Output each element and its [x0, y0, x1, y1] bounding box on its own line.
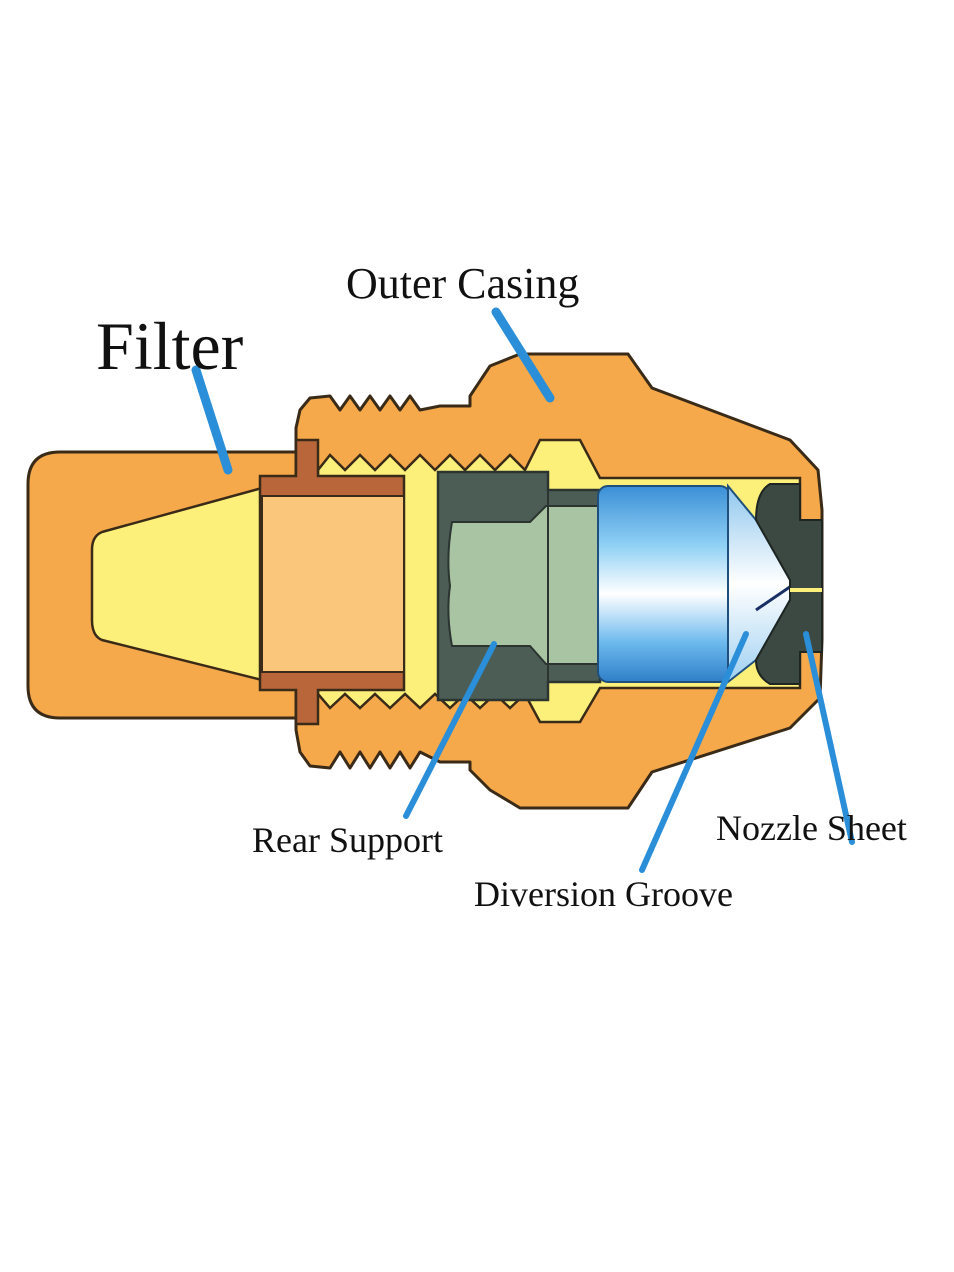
leader-line-outer-casing	[491, 307, 555, 403]
label-diversion-groove: Diversion Groove	[474, 874, 733, 914]
leader-line-diversion-groove	[639, 631, 749, 873]
filter-core	[261, 495, 405, 673]
rear-support-inner	[447, 505, 601, 665]
leader-line-filter	[191, 365, 233, 475]
label-filter: Filter	[96, 308, 244, 384]
nozzle-body	[597, 485, 731, 683]
leader-line-rear-support	[403, 641, 497, 819]
label-rear-support: Rear Support	[252, 820, 443, 860]
filter-inner-cavity	[90, 486, 264, 682]
label-outer-casing: Outer Casing	[346, 259, 580, 308]
label-nozzle-sheet: Nozzle Sheet	[716, 808, 907, 848]
leader-line-nozzle-sheet	[803, 631, 855, 845]
